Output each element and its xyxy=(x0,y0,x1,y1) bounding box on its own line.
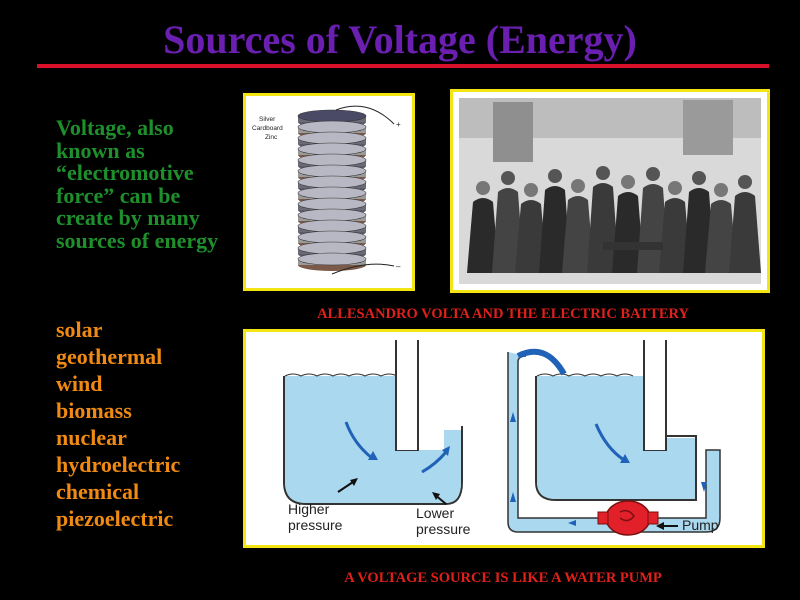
cardboard-label: Cardboard xyxy=(252,125,283,132)
water-pump-analogy-image: Higher pressure Lower pressure Pump xyxy=(243,329,765,548)
volta-caption: ALLESANDRO VOLTA AND THE ELECTRIC BATTER… xyxy=(317,306,689,322)
minus-terminal-label: – xyxy=(396,262,401,271)
disc-stack xyxy=(297,109,367,271)
top-wire xyxy=(335,105,395,125)
source-item-hydroelectric: hydroelectric xyxy=(56,452,181,477)
source-item-chemical: chemical xyxy=(56,479,140,504)
lower-pressure-label: Lower xyxy=(416,505,454,521)
lower-pressure-label-2: pressure xyxy=(416,521,471,537)
source-item-piezoelectric: piezoelectric xyxy=(56,506,174,531)
volta-engraving-image xyxy=(450,89,770,293)
source-item-geothermal: geothermal xyxy=(56,344,163,369)
open-tank xyxy=(283,340,463,505)
intro-text: Voltage, also known as “electromotive fo… xyxy=(56,115,219,253)
energy-source-list: solar geothermal wind biomass nuclear hy… xyxy=(56,316,180,532)
higher-pressure-label: Higher xyxy=(288,501,330,517)
source-item-nuclear: nuclear xyxy=(56,425,127,450)
source-item-wind: wind xyxy=(56,371,103,396)
water-pump-caption: A VOLTAGE SOURCE IS LIKE A WATER PUMP xyxy=(344,570,662,586)
higher-pressure-label-2: pressure xyxy=(288,517,343,533)
zinc-label: Zinc xyxy=(265,134,278,141)
crowd-figures xyxy=(467,166,761,273)
source-item-biomass: biomass xyxy=(56,398,132,423)
pump-icon xyxy=(597,500,659,536)
voltaic-pile-drawing: Silver Cardboard Zinc + – xyxy=(252,105,401,275)
engraving-drawing xyxy=(459,98,761,284)
water-pump-drawing: Higher pressure Lower pressure Pump xyxy=(283,340,721,537)
slide-title: Sources of Voltage (Energy) xyxy=(163,17,637,62)
pump-label: Pump xyxy=(682,517,719,533)
voltaic-pile-image: Silver Cardboard Zinc + – xyxy=(243,93,415,291)
pump-loop xyxy=(507,340,721,533)
bottom-wire xyxy=(331,263,395,275)
silver-label: Silver xyxy=(259,116,276,123)
title-divider xyxy=(37,64,769,68)
plus-terminal-label: + xyxy=(396,120,401,129)
source-item-solar: solar xyxy=(56,317,103,342)
